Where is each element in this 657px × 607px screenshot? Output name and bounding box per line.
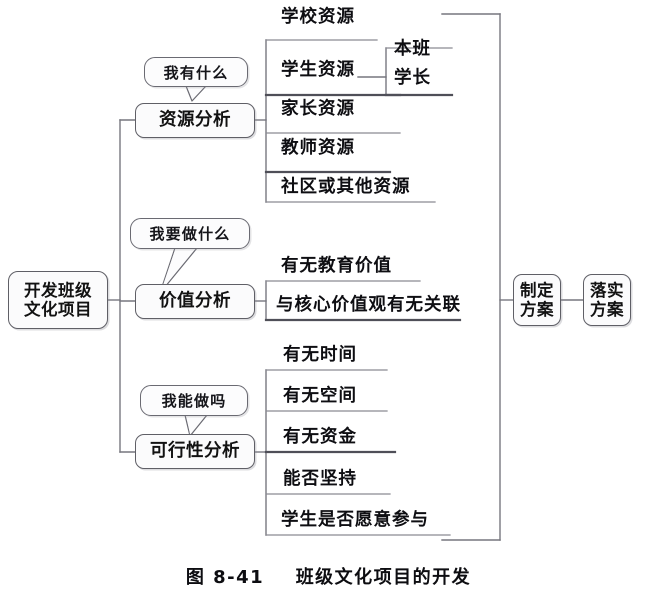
speech-bubble-value: 我要做什么 — [130, 218, 250, 249]
leaf-own-class: 本班 — [394, 39, 431, 59]
branch-node-feasibility[interactable]: 可行性分析 — [135, 434, 255, 469]
bubble-tail-3 — [184, 414, 208, 437]
leaf-school-resource: 学校资源 — [281, 7, 355, 27]
leaf-has-space: 有无空间 — [283, 386, 357, 406]
leaf-community-resource: 社区或其他资源 — [281, 177, 411, 197]
figure-caption: 图 8-41 班级文化项目的开发 — [0, 563, 657, 589]
leaf-educational-value: 有无教育价值 — [281, 256, 392, 276]
leaf-can-persist: 能否坚持 — [283, 469, 357, 489]
leaf-senior-peer: 学长 — [394, 68, 431, 88]
bubble-tail-1-fill — [187, 85, 205, 99]
leaf-has-funding: 有无资金 — [283, 427, 357, 447]
leaf-teacher-resource: 教师资源 — [281, 138, 355, 158]
speech-bubble-resource: 我有什么 — [144, 57, 248, 87]
speech-bubble-feasibility: 我能做吗 — [140, 385, 248, 416]
outcome-node-implement-plan[interactable]: 落实 方案 — [583, 274, 631, 326]
make-plan-line2: 方案 — [520, 300, 554, 319]
leaf-students-willing: 学生是否愿意参与 — [281, 510, 429, 530]
leaf-core-value-link: 与核心价值观有无关联 — [276, 295, 461, 315]
leaf-has-time: 有无时间 — [283, 345, 357, 365]
implement-plan-line1: 落实 — [590, 280, 624, 300]
leaf-student-resource: 学生资源 — [281, 60, 355, 80]
root-node[interactable]: 开发班级 文化项目 — [8, 271, 108, 329]
outcome-node-make-plan[interactable]: 制定 方案 — [513, 274, 561, 326]
bubble-tail-1 — [185, 85, 207, 102]
root-label-line1: 开发班级 — [24, 280, 92, 300]
implement-plan-line2: 方案 — [590, 300, 624, 319]
branch-node-value[interactable]: 价值分析 — [135, 284, 255, 319]
figure-title: 班级文化项目的开发 — [295, 567, 472, 588]
figure-number: 图 8-41 — [185, 567, 265, 588]
branch-node-resource[interactable]: 资源分析 — [135, 103, 255, 138]
make-plan-line1: 制定 — [520, 280, 554, 300]
root-label-line2: 文化项目 — [24, 300, 92, 319]
bubble-tail-3-fill — [186, 414, 206, 434]
leaf-parent-resource: 家长资源 — [281, 99, 355, 119]
